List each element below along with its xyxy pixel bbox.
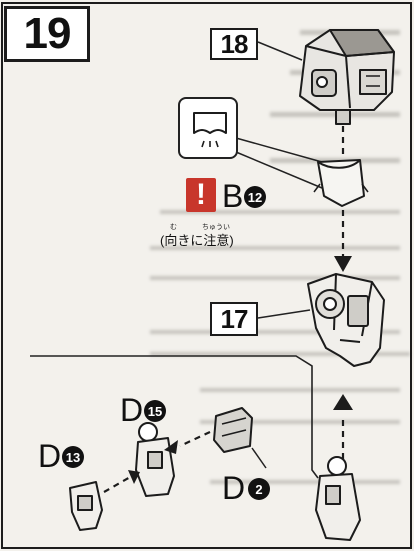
step-number: 19 — [23, 9, 72, 58]
part-b12-cup — [313, 159, 369, 207]
callout-leader-1 — [235, 137, 323, 163]
part-label-d2-number: 2 — [248, 478, 270, 500]
part-label-d15-letter: D — [120, 392, 144, 428]
part-d2 — [213, 407, 253, 453]
caution-ruby-2: ちゅうい — [202, 224, 230, 231]
guide-arrow-d2 — [179, 431, 211, 447]
detail-callout — [178, 97, 238, 159]
part-label-d13-letter: D — [38, 438, 62, 474]
ref-part-17: 17 — [210, 302, 258, 336]
part-label-b12-letter: B — [222, 178, 244, 214]
part-label-d13-number: 13 — [62, 446, 84, 468]
part-d15 — [135, 422, 175, 497]
arrow-head-up — [333, 394, 353, 410]
caution-text: (向きに注意) — [160, 233, 234, 248]
guide-arrow-d13 — [103, 475, 133, 493]
part-label-d2-letter: D — [222, 470, 246, 506]
callout-leader-2 — [235, 151, 323, 189]
caution-ruby-1: む — [170, 224, 177, 231]
ref18-leader — [257, 41, 303, 61]
part-lower-assembled — [315, 456, 361, 541]
d2-leader — [251, 447, 267, 469]
arrow-head-d13 — [128, 470, 140, 484]
sub-assembly-border — [30, 355, 319, 479]
part-18-head-block — [299, 29, 395, 125]
part-17-torso — [307, 273, 385, 367]
part-d13 — [69, 481, 103, 531]
arrow-head-b12 — [334, 256, 352, 272]
part-label-b12-number: 12 — [244, 186, 266, 208]
exclamation-icon: ! — [186, 178, 216, 212]
arrow-head-d2 — [164, 440, 178, 454]
part-label-d15-number: 15 — [144, 400, 166, 422]
ref17-leader — [257, 309, 311, 319]
ref-part-18: 18 — [210, 28, 258, 60]
step-number-box: 19 — [4, 6, 90, 62]
